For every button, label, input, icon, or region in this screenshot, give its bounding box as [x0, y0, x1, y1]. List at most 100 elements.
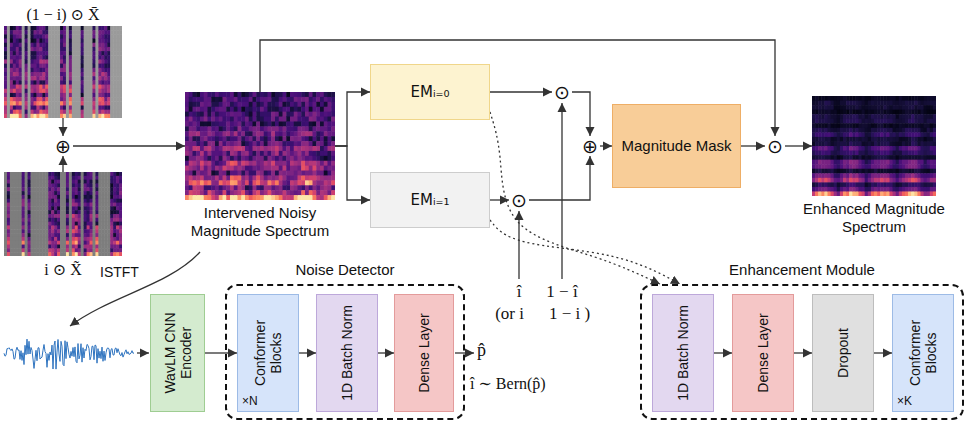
spectrogram-cell — [215, 126, 219, 131]
spectrogram-cell — [84, 248, 87, 252]
spectrogram-cell — [57, 206, 60, 210]
spectrogram-cell — [75, 30, 78, 35]
spectrogram-cell — [42, 105, 45, 110]
spectrogram-cell — [13, 64, 16, 69]
spectrogram-cell — [36, 80, 39, 85]
spectrogram-cell — [57, 225, 60, 229]
spectrogram-cell — [28, 76, 31, 81]
spectrogram-cell — [54, 241, 57, 245]
spectrogram-cell — [93, 237, 96, 241]
spectrogram-cell — [95, 80, 98, 85]
spectrogram-cell — [34, 68, 37, 73]
spectrogram-cell — [45, 64, 48, 69]
spectrogram-cell — [19, 210, 22, 214]
spectrogram-cell — [28, 222, 31, 226]
spectrogram-cell — [42, 55, 45, 60]
spectrogram-cell — [60, 72, 63, 77]
spectrogram-cell — [93, 172, 96, 176]
spectrogram-cell — [54, 43, 57, 48]
spectrogram-cell — [78, 68, 81, 73]
spectrogram-cell — [93, 214, 96, 218]
spectrogram-cell — [119, 59, 122, 64]
spectrogram-cell — [16, 245, 19, 249]
spectrogram-cell — [75, 39, 78, 44]
spectrogram-cell — [84, 199, 87, 203]
spectrogram-cell — [107, 210, 110, 214]
spectrogram-cell — [42, 34, 45, 39]
spectrogram-cell — [107, 176, 110, 180]
spectrogram-cell — [78, 51, 81, 56]
spectrogram-cell — [69, 183, 72, 187]
spectrogram-cell — [90, 110, 93, 115]
spectrogram-cell — [66, 195, 69, 199]
spectrogram-cell — [204, 175, 208, 180]
spectrogram-cell — [63, 105, 66, 110]
spectrogram-cell — [75, 195, 78, 199]
spectrogram-cell — [22, 93, 25, 98]
spectrogram-cell — [7, 233, 10, 237]
spectrogram-cell — [4, 105, 7, 110]
spectrogram-cell — [19, 245, 22, 249]
spectrogram-cell — [95, 237, 98, 241]
spectrogram-cell — [95, 225, 98, 229]
spectrogram-cell — [72, 187, 75, 191]
flow-arrow — [794, 352, 812, 353]
spectrogram-cell — [19, 206, 22, 210]
spectrogram-cell — [69, 110, 72, 115]
spectrogram-cell — [204, 112, 208, 117]
spectrogram-cell — [81, 47, 84, 52]
spectrogram-cell — [78, 172, 81, 176]
spectrogram-cell — [196, 92, 200, 97]
spectrogram-cell — [78, 34, 81, 39]
spectrogram-cell — [36, 59, 39, 64]
spectrogram-cell — [19, 110, 22, 115]
spectrogram-cell — [193, 161, 197, 166]
spectrogram-cell — [69, 43, 72, 48]
spectrogram-cell — [119, 248, 122, 252]
spectrogram-cell — [57, 245, 60, 249]
spectrogram-cell — [84, 34, 87, 39]
spectrogram-cell — [31, 59, 34, 64]
spectrogram-cell — [81, 218, 84, 222]
spectrogram-cell — [31, 176, 34, 180]
spectrogram-cell — [81, 76, 84, 81]
spectrogram-cell — [57, 241, 60, 245]
spectrogram-cell — [84, 218, 87, 222]
spectrogram-cell — [63, 237, 66, 241]
spectrogram-cell — [34, 110, 37, 115]
spectrogram-cell — [10, 85, 13, 90]
spectrogram-cell — [75, 214, 78, 218]
spectrogram-cell — [4, 89, 7, 94]
spectrogram-cell — [48, 43, 51, 48]
spectrogram-cell — [22, 72, 25, 77]
spectrogram-cell — [57, 195, 60, 199]
spectrogram-cell — [84, 93, 87, 98]
spectrogram-cell — [113, 114, 116, 118]
spectrogram-cell — [98, 76, 101, 81]
spectrogram-cell — [60, 214, 63, 218]
spectrogram-cell — [107, 222, 110, 226]
spectrogram-cell — [48, 222, 51, 226]
spectrogram-cell — [60, 172, 63, 176]
spectrogram-cell — [19, 180, 22, 184]
spectrogram-cell — [87, 89, 90, 94]
spectrogram-cell — [45, 105, 48, 110]
spectrogram-cell — [84, 206, 87, 210]
spectrogram-cell — [22, 252, 25, 256]
spectrogram-cell — [110, 72, 113, 77]
spectrogram-cell — [57, 248, 60, 252]
spectrogram-cell — [101, 89, 104, 94]
spectrogram-cell — [31, 105, 34, 110]
spectrogram-cell — [19, 222, 22, 226]
spectrogram-cell — [119, 39, 122, 44]
spectrogram-cell — [10, 110, 13, 115]
spectrogram-cell — [60, 187, 63, 191]
spectrogram-cell — [13, 210, 16, 214]
spectrogram-cell — [31, 101, 34, 106]
spectrogram-cell — [189, 195, 193, 200]
spectrogram-cell — [69, 172, 72, 176]
spectrogram-cell — [63, 97, 66, 102]
spectrogram-cell — [104, 248, 107, 252]
spectrogram-cell — [10, 195, 13, 199]
spectrogram-cell — [119, 241, 122, 245]
